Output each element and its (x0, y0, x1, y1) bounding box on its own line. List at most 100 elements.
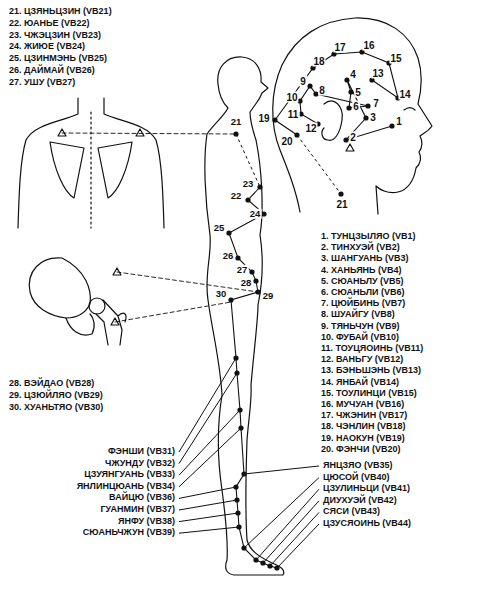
callout-number: 14 (398, 89, 411, 100)
callout-number: 8 (318, 85, 326, 96)
point-name: 9. ТЯНЬЧУН (VB9) (320, 322, 401, 332)
back-outline (104, 98, 164, 228)
marker-triangle (111, 318, 119, 325)
point-name: 22. ЮАНЬЕ (VB22) (8, 19, 91, 29)
point-name: ЦЗУЛИНЬЦИ (VB41) (322, 484, 411, 494)
point-name: 14. ЯНБАЙ (VB14) (320, 378, 400, 388)
callout-number: 9 (299, 76, 307, 87)
point-name: ЦЗУСЯОИНЬ (VB44) (322, 519, 412, 529)
ear (322, 101, 342, 140)
point-name: 11. ТОУЦЯОИНЬ (VB11) (320, 344, 424, 354)
point-name: ЦЮСОЙ (VB40) (322, 473, 391, 483)
point-name: ДИУХУЭЙ (VB42) (322, 496, 398, 506)
acupoint-dot (294, 132, 299, 137)
point-name: 13. БЭНЬШЭНЬ (VB13) (320, 366, 422, 376)
point-name: ЯНЦЗЯО (VB35) (322, 461, 393, 471)
marker-triangle (113, 268, 121, 275)
callout-number: 12 (304, 123, 317, 134)
leader-line (270, 512, 319, 566)
acupoint-dot (257, 184, 262, 189)
point-name: СЯСИ (VB43) (322, 507, 381, 517)
leader-line (179, 487, 236, 498)
callout-number: 21 (335, 199, 348, 210)
guide-line (62, 133, 236, 134)
callout-number: 4 (349, 69, 357, 80)
acupoint-dot (228, 297, 233, 302)
acupoint-dot (235, 255, 240, 260)
point-name: 7. ЦЮЙБИНЬ (VB7) (320, 299, 406, 309)
acupoint-dot (346, 105, 351, 110)
pubis (66, 314, 94, 335)
point-name: ЯНФУ (VB38) (117, 517, 176, 527)
callout-number: 3 (369, 112, 377, 123)
callout-number: 2 (349, 132, 357, 143)
callout-number: 19 (257, 113, 270, 124)
acupoint-dot (226, 230, 231, 235)
guide-line (115, 302, 231, 322)
callout-number: 11 (287, 109, 300, 120)
acupoint-dot (233, 131, 238, 136)
leader-line (277, 524, 319, 568)
acupoint-dot (249, 269, 254, 274)
point-name: 17. ЧЖЭНИН (VB17) (320, 411, 408, 421)
callout-number: 15 (389, 53, 402, 64)
point-name: 23. ЧЖЭЦЗИН (VB23) (8, 31, 102, 41)
point-name: 8. ШУАЙГУ (VB8) (320, 310, 396, 320)
ilium (29, 258, 90, 318)
callout-number: 25 (213, 223, 226, 233)
point-name: 25. ЦЗИНМЭНЬ (VB25) (8, 54, 108, 64)
marker-triangle (136, 129, 144, 136)
callout-number: 24 (249, 209, 262, 219)
body-outline (205, 57, 284, 575)
callout-number: 16 (362, 40, 375, 51)
scapula (50, 142, 84, 198)
callout-number: 6 (352, 101, 360, 112)
acupoint-dot (245, 197, 250, 202)
point-name: 26. ДАЙМАЙ (VB26) (8, 66, 96, 76)
leader-line (179, 428, 241, 487)
point-name: 21. ЦЗЯНЬЦЗИН (VB21) (8, 7, 113, 17)
acupoint-dot (261, 211, 266, 216)
point-name: 15. ТОУЛИНЦИ (VB15) (320, 389, 418, 399)
acupoint-dot (338, 191, 343, 196)
point-name: 2. ТИНХУЭЙ (VB2) (320, 243, 401, 253)
point-name: 29. ЦЗЮЙЛЯО (VB29) (8, 391, 104, 401)
callout-number: 18 (312, 56, 325, 67)
meridian-line (297, 135, 341, 194)
point-name: 12. ВАНЬГУ (VB12) (320, 355, 404, 365)
callout-number: 23 (242, 179, 255, 189)
point-name: 28. ВЭЙДАО (VB28) (8, 379, 95, 389)
point-name: 3. ШАНГУАНЬ (VB3) (320, 254, 410, 264)
leader-line (179, 513, 238, 522)
acupoint-dot (389, 123, 394, 128)
eye (404, 108, 415, 110)
acupoint-dot (365, 103, 370, 108)
acupoint-dot (255, 289, 260, 294)
acupoint-dot (307, 83, 312, 88)
point-name: ВАЙЦЮ (VB36) (108, 493, 176, 503)
callout-number: 10 (285, 92, 298, 103)
callout-number: 21 (230, 117, 243, 127)
femur (96, 300, 126, 345)
point-name: 30. ХУАНЬТЯО (VB30) (8, 403, 104, 413)
point-name: 20. ФЭНЧИ (VB20) (320, 445, 401, 455)
spine-line (90, 112, 91, 228)
point-name: 1. ТУНЦЗЫЛЯО (VB1) (320, 232, 416, 242)
leader-line (244, 466, 319, 474)
callout-number: 27 (236, 265, 249, 275)
callout-number: 30 (215, 289, 228, 299)
acupoint-dot (363, 115, 368, 120)
acupoint-dot (343, 137, 348, 142)
leader-line (179, 500, 237, 510)
scapula (98, 142, 132, 198)
callout-number: 29 (262, 291, 275, 301)
point-name: 24. ЖИЮЕ (VB24) (8, 42, 86, 52)
point-name: 4. ХАНЬЯНЬ (VB4) (320, 266, 403, 276)
leader-line (179, 373, 237, 464)
meridian-line (229, 187, 277, 568)
callout-number: 7 (372, 98, 380, 109)
point-name: ЦЗУЯНГУАНЬ (VB33) (83, 470, 176, 480)
point-name: ФЭНШИ (VB31) (107, 447, 176, 457)
acupoint-dot (348, 89, 353, 94)
marker-triangle (346, 144, 354, 151)
